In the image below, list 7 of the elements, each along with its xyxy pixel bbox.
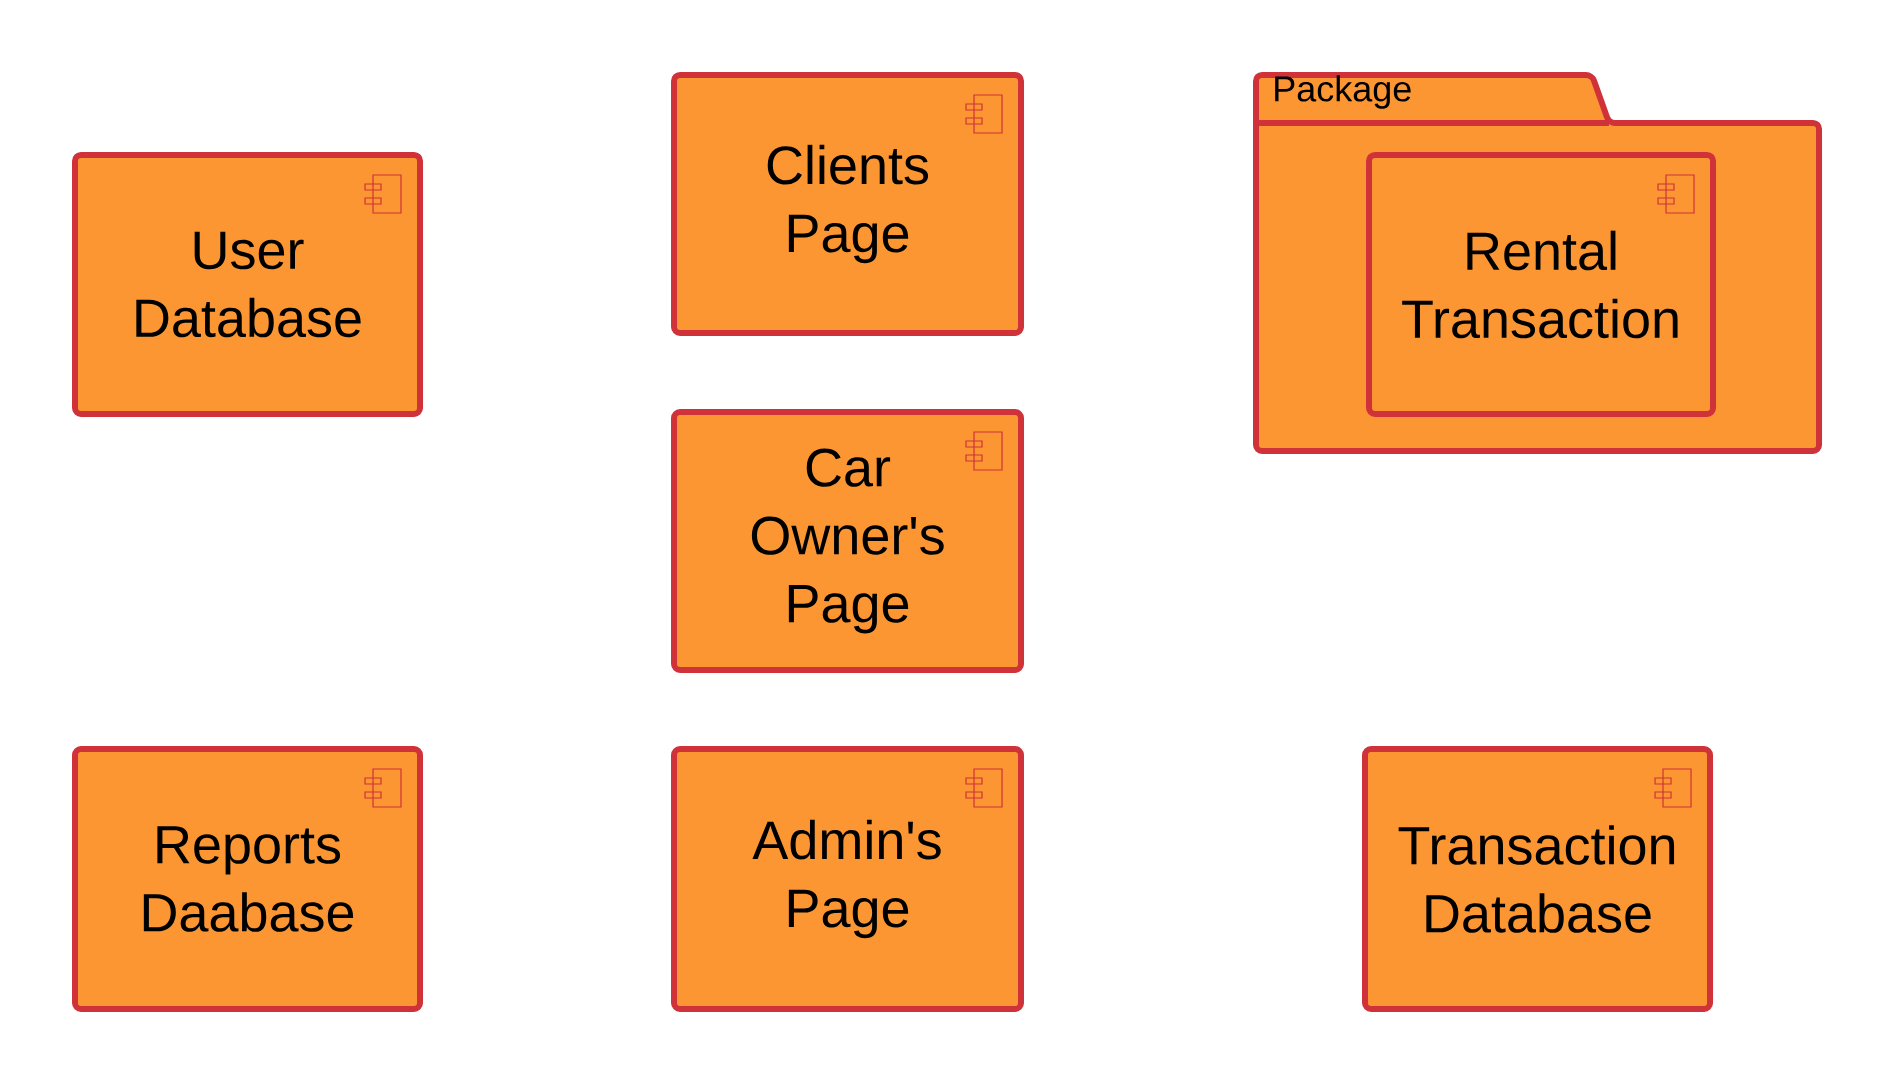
component-box: Admin's Page <box>671 746 1024 1012</box>
component-box: Car Owner's Page <box>671 409 1024 673</box>
component-box: Rental Transaction <box>1366 152 1716 417</box>
component-box: Clients Page <box>671 72 1024 336</box>
component-box: User Database <box>72 152 423 417</box>
component-box: Reports Daabase <box>72 746 423 1012</box>
component-box: Transaction Database <box>1362 746 1713 1012</box>
